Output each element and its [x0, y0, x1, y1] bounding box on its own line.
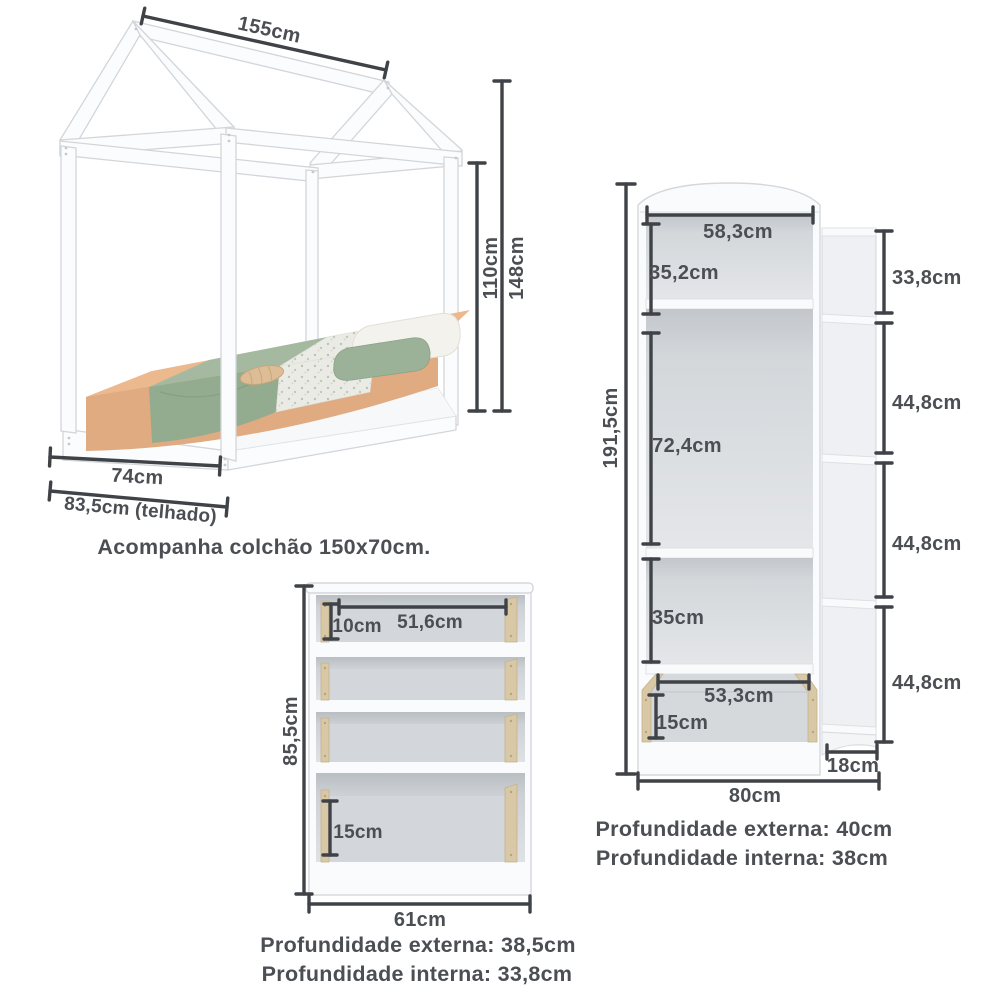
dim-wardrobe-drawer-height: 15cm: [647, 693, 708, 740]
wardrobe-side-depth-label: 18cm: [827, 755, 879, 777]
dim-bed-height-total: 148cm: [492, 79, 528, 413]
side-unit-shelf-3: [821, 597, 877, 610]
dim-bed-width-roof: 83,5cm (telhado): [47, 480, 230, 528]
side-unit-shelf-1: [821, 313, 877, 326]
dresser-drawer-width-label: 51,6cm: [397, 612, 463, 633]
plush-toy: [239, 365, 285, 385]
dim-wardrobe-width: 80cm: [636, 771, 881, 807]
wardrobe-side-top-label: 33,8cm: [892, 267, 962, 289]
wardrobe-section-top-label: 35,2cm: [649, 262, 719, 284]
dresser-depth-external: Profundidade externa: 38,5cm: [260, 933, 575, 957]
dim-wardrobe-inner-width: 58,3cm: [645, 205, 815, 243]
wardrobe-drawer: [641, 673, 818, 743]
wardrobe-height-label: 191,5cm: [600, 387, 622, 468]
dim-wardrobe-section-lower: 35cm: [641, 557, 704, 664]
wardrobe-shelf-1: [645, 298, 814, 310]
dim-wardrobe-side-top: 33,8cm: [874, 229, 962, 315]
bed-dimensions: 155cm 110cm 148cm 74cm 83,5cm (telhado) …: [47, 6, 528, 559]
wardrobe-inner-width-label: 58,3cm: [703, 221, 773, 243]
bed-front-left-rafter: [59, 19, 141, 155]
dresser-height-label: 85,5cm: [280, 696, 302, 766]
dresser-illustration: [305, 582, 534, 896]
wardrobe-dimensions: 191,5cm 58,3cm 35,2cm 72,4cm 35cm: [596, 182, 962, 870]
dresser-width-label: 61cm: [394, 909, 446, 931]
dim-wardrobe-height: 191,5cm: [600, 182, 637, 776]
blanket-top: [149, 337, 327, 387]
bed-back-right-post: [443, 156, 459, 426]
wardrobe-side-upper-label: 44,8cm: [892, 392, 962, 414]
bed-mattress-note: Acompanha colchão 150x70cm.: [97, 535, 430, 559]
bed-front-right-post: [220, 133, 237, 462]
wardrobe-section-middle-label: 72,4cm: [652, 435, 722, 457]
dim-wardrobe-side-upper: 44,8cm: [874, 321, 962, 455]
dim-bed-width-base: 74cm: [47, 446, 223, 490]
wardrobe-drawer-height-label: 15cm: [656, 712, 708, 734]
wardrobe-section-lower-label: 35cm: [652, 607, 704, 629]
dim-wardrobe-side-middle: 44,8cm: [874, 461, 962, 599]
dim-dresser-width: 61cm: [307, 894, 532, 931]
dresser-drawer-top-height-label: 10cm: [332, 616, 381, 637]
dim-wardrobe-section-middle: 72,4cm: [641, 331, 722, 546]
bed-screw-dots: [64, 27, 458, 467]
dim-dresser-height: 85,5cm: [280, 584, 314, 896]
wardrobe-drawer-width-label: 53,3cm: [704, 685, 774, 707]
dim-dresser-drawer-width: 51,6cm: [337, 598, 508, 633]
dresser-top-panel: [305, 582, 534, 594]
dim-bed-height-opening: 110cm: [467, 161, 502, 413]
dresser-drawer-2: [329, 669, 505, 700]
wardrobe-shelf-2: [645, 547, 814, 559]
bed-height-total-label: 148cm: [506, 236, 528, 300]
wardrobe-side-middle-label: 44,8cm: [892, 533, 962, 555]
dresser-drawer-4: [329, 796, 505, 862]
wardrobe-shelf-3: [645, 663, 814, 675]
wardrobe-side-lower-label: 44,8cm: [892, 672, 962, 694]
bed-height-opening-label: 110cm: [480, 237, 502, 300]
dim-wardrobe-side-depth: 18cm: [825, 743, 879, 777]
dim-wardrobe-side-lower: 44,8cm: [874, 605, 962, 744]
bed-width-base-label: 74cm: [111, 465, 164, 490]
wardrobe-depth-external: Profundidade externa: 40cm: [596, 817, 893, 841]
wardrobe-width-label: 80cm: [729, 785, 781, 807]
dim-wardrobe-section-top: 35,2cm: [641, 222, 719, 316]
dresser-drawer-3: [329, 724, 505, 762]
bed-illustration: [59, 19, 470, 471]
dresser-dimensions: 85,5cm 10cm 51,6cm 15cm 61cm Profundidad…: [260, 584, 575, 986]
dresser-drawer-1: [329, 607, 505, 642]
wardrobe-depth-internal: Profundidade interna: 38cm: [596, 846, 888, 870]
wardrobe-section-lower: [646, 558, 813, 664]
pillow-green: [333, 337, 431, 381]
wardrobe-section-top: [646, 216, 813, 299]
dresser-drawer-bottom-height-label: 15cm: [333, 822, 382, 843]
dim-wardrobe-drawer-width: 53,3cm: [656, 673, 811, 707]
wardrobe-illustration: [637, 182, 877, 776]
wardrobe-side-unit: [821, 227, 877, 756]
side-unit-back: [821, 229, 877, 746]
wardrobe-section-middle: [646, 309, 813, 548]
bed-front-left-post: [60, 145, 77, 434]
side-unit-top: [821, 227, 877, 237]
dim-dresser-drawer-bottom-height: 15cm: [321, 799, 383, 857]
dim-dresser-drawer-top-height: 10cm: [322, 602, 382, 641]
side-unit-shelf-2: [821, 453, 877, 466]
dresser-depth-internal: Profundidade interna: 33,8cm: [262, 962, 573, 986]
